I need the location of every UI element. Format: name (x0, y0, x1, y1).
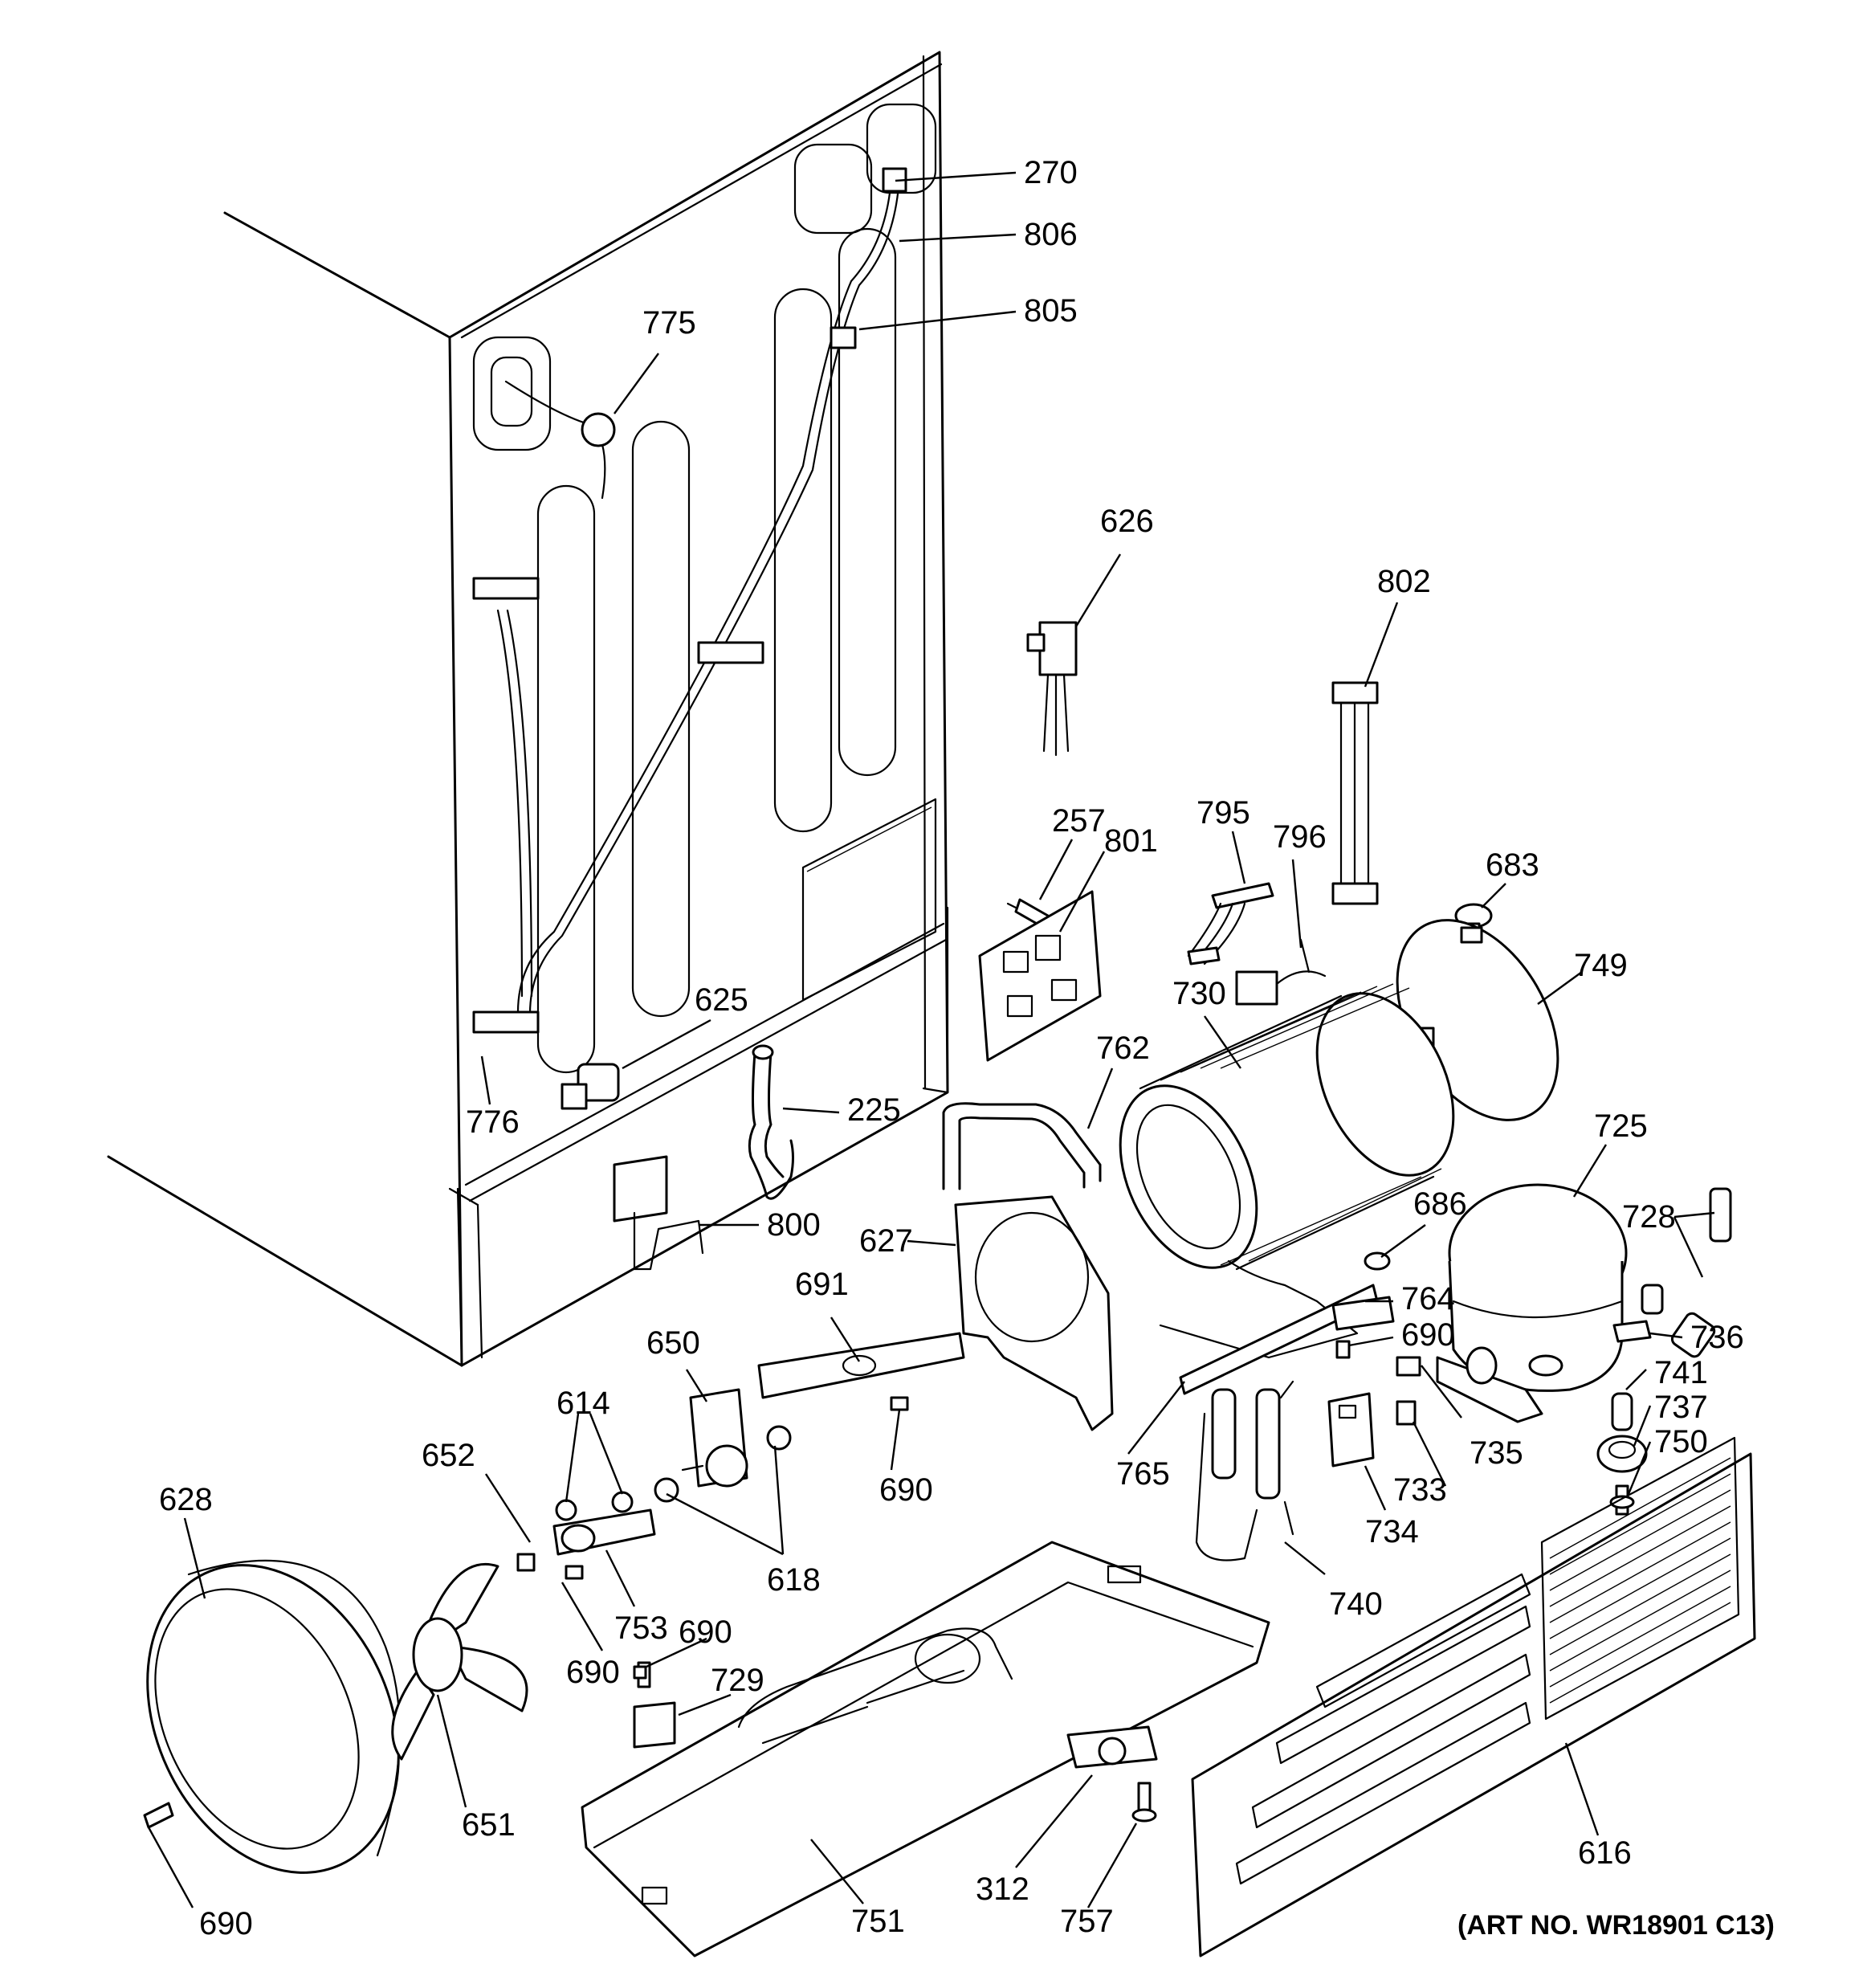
label-690d: 690 (566, 1655, 620, 1690)
label-733: 733 (1393, 1472, 1447, 1508)
label-735: 735 (1470, 1435, 1523, 1471)
label-737: 737 (1654, 1390, 1708, 1425)
label-757: 757 (1060, 1904, 1114, 1939)
label-686: 686 (1413, 1186, 1467, 1222)
part-650-fan-motor (681, 1388, 748, 1488)
part-626-relay (1026, 621, 1078, 757)
label-762: 762 (1096, 1031, 1150, 1066)
part-737-mount (1596, 1435, 1648, 1473)
label-796: 796 (1273, 819, 1327, 855)
part-751-base-pan (581, 1541, 1270, 1957)
part-labels: 270 806 805 775 626 802 257 801 795 796 … (159, 155, 1775, 1941)
cabinet-back-panel (107, 51, 949, 1367)
label-690e: 690 (199, 1906, 253, 1941)
part-735-733-relay-clips (1396, 1356, 1421, 1426)
label-225: 225 (847, 1092, 901, 1128)
label-800: 800 (767, 1207, 821, 1243)
label-750: 750 (1654, 1424, 1708, 1459)
label-734: 734 (1365, 1514, 1419, 1549)
part-690-screw-left (143, 1802, 174, 1829)
label-764: 764 (1401, 1281, 1455, 1316)
part-616-grille (1191, 1436, 1756, 1957)
part-618-614-753-hardware (516, 1425, 792, 1572)
label-730: 730 (1172, 976, 1226, 1011)
part-625-clip (561, 1083, 588, 1110)
part-801-control-board (978, 890, 1102, 1062)
part-628-fan-shroud (146, 1559, 401, 1874)
part-651-fan-blade (391, 1562, 528, 1761)
part-736-grommet (1612, 1320, 1652, 1343)
label-618: 618 (767, 1562, 821, 1598)
label-627: 627 (859, 1223, 913, 1259)
tube-clamps (472, 167, 907, 1102)
label-614: 614 (556, 1386, 610, 1421)
label-651: 651 (462, 1807, 516, 1843)
label-652: 652 (422, 1438, 475, 1473)
label-740: 740 (1329, 1586, 1383, 1622)
label-765: 765 (1116, 1456, 1170, 1492)
label-775: 775 (642, 305, 696, 341)
part-691-mount-bracket (757, 1332, 965, 1399)
part-312-bracket (1066, 1725, 1158, 1769)
label-270: 270 (1024, 155, 1078, 190)
part-741-sleeve (1611, 1392, 1633, 1431)
label-690b: 690 (879, 1472, 933, 1508)
leader-lines (147, 171, 1715, 1908)
label-728: 728 (1622, 1199, 1676, 1235)
part-728-grommets (1670, 1187, 1732, 1358)
part-802-harness (1331, 681, 1379, 905)
label-628: 628 (159, 1482, 213, 1517)
label-690a: 690 (1401, 1317, 1455, 1353)
label-312: 312 (976, 1872, 1029, 1907)
label-683: 683 (1486, 847, 1539, 883)
condenser-tubing (536, 227, 897, 1074)
label-725: 725 (1594, 1108, 1648, 1144)
part-795-796-connectors (1187, 882, 1327, 1006)
label-626: 626 (1100, 504, 1154, 539)
part-762-tube (942, 1102, 1102, 1190)
label-753: 753 (614, 1610, 668, 1646)
label-729: 729 (711, 1663, 764, 1698)
label-736: 736 (1690, 1320, 1744, 1355)
part-764-765-bracket (1179, 1251, 1395, 1395)
art-number: (ART NO. WR18901 C13) (1457, 1910, 1775, 1941)
label-650: 650 (646, 1325, 700, 1361)
part-734-overload (1327, 1392, 1375, 1468)
part-225-drain-hose (748, 1044, 794, 1200)
defrost-drain-tube (496, 175, 901, 1015)
part-725-compressor (1436, 1183, 1664, 1423)
part-690-screws (565, 1340, 1351, 1680)
label-801: 801 (1104, 823, 1158, 859)
part-740-drier (1195, 1380, 1294, 1561)
label-690c: 690 (679, 1614, 732, 1650)
label-616: 616 (1578, 1835, 1632, 1871)
label-802: 802 (1377, 564, 1431, 599)
label-751: 751 (851, 1904, 905, 1939)
label-691: 691 (795, 1267, 849, 1302)
label-741: 741 (1654, 1355, 1708, 1390)
label-625: 625 (695, 982, 748, 1018)
label-749: 749 (1574, 948, 1628, 983)
label-257: 257 (1052, 803, 1106, 839)
part-757-screw (1131, 1782, 1157, 1823)
label-776: 776 (466, 1104, 520, 1140)
part-750-bolt (1609, 1484, 1635, 1516)
label-795: 795 (1196, 795, 1250, 831)
part-627-shroud (954, 1195, 1114, 1431)
part-800-bracket (613, 1155, 704, 1271)
label-806: 806 (1024, 217, 1078, 252)
grommet-pads (472, 103, 937, 451)
label-805: 805 (1024, 293, 1078, 329)
